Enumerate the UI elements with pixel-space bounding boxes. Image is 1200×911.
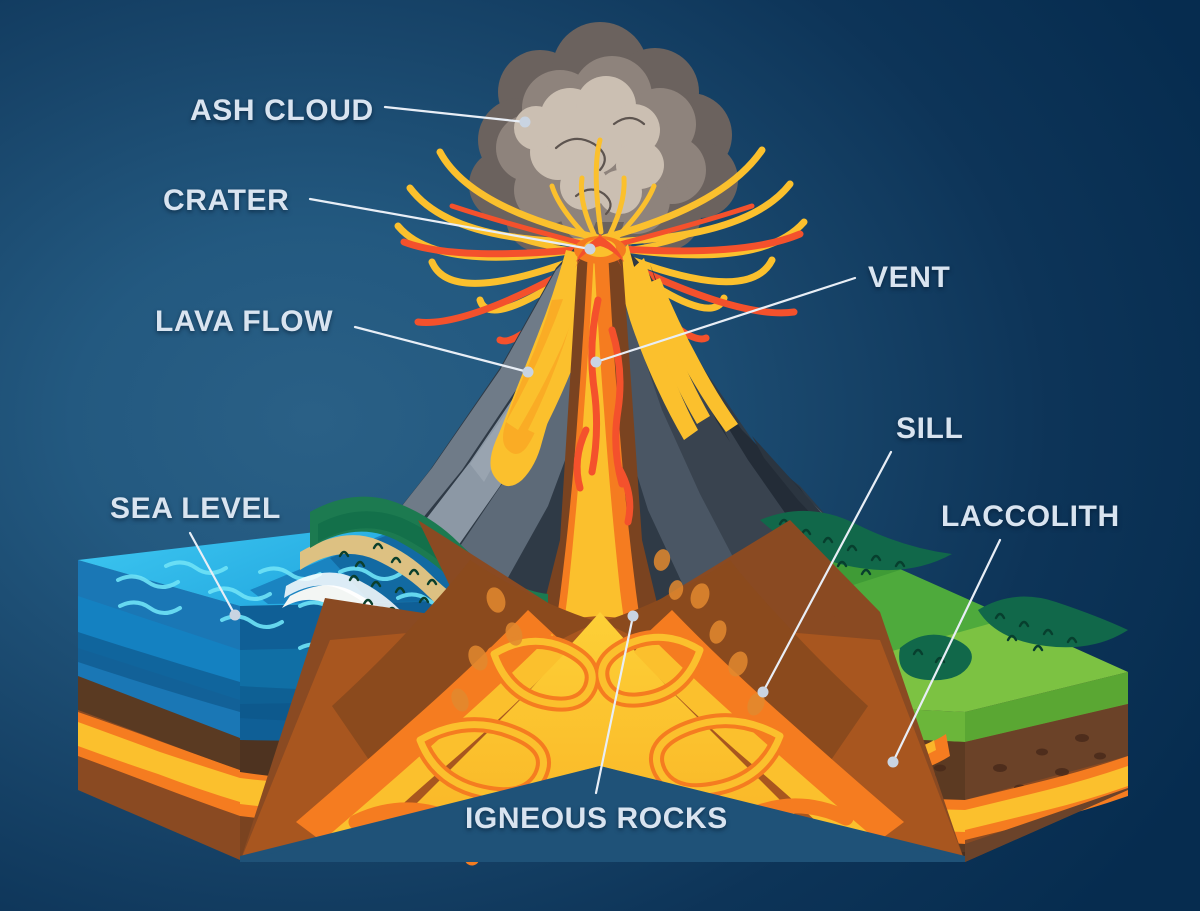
leader-line-sill (761, 450, 893, 694)
leader-dots-group (229, 116, 899, 768)
leader-line-laccolith (891, 538, 1002, 764)
leader-dot-igneous-rocks (627, 610, 639, 622)
label-vent: VENT (868, 261, 951, 294)
label-igneous-rocks: IGNEOUS ROCKS (465, 802, 728, 835)
leader-dot-ash-cloud (519, 116, 531, 128)
leader-dot-crater (584, 243, 596, 255)
leader-line-ash-cloud (383, 105, 527, 124)
leader-dot-sill (757, 686, 769, 698)
leader-line-lava-flow (353, 325, 530, 374)
leader-dot-sea-level (229, 609, 241, 621)
lava-flow-streams (490, 244, 738, 700)
label-crater: CRATER (163, 184, 290, 217)
leader-line-vent (594, 276, 857, 364)
leader-lines-group (188, 105, 1002, 795)
label-sea-level: SEA LEVEL (110, 492, 281, 525)
label-sill: SILL (896, 412, 964, 445)
label-lava-flow: LAVA FLOW (155, 305, 334, 338)
label-laccolith: LACCOLITH (941, 500, 1120, 533)
leader-line-sea-level (188, 531, 237, 617)
leader-dot-laccolith (887, 756, 899, 768)
leader-dot-vent (590, 356, 602, 368)
leader-line-crater (308, 197, 592, 251)
label-ash-cloud: ASH CLOUD (190, 94, 374, 127)
leader-dot-lava-flow (522, 366, 534, 378)
leader-line-igneous-rocks (594, 614, 635, 795)
magma-chamber-cross-section (240, 520, 965, 866)
